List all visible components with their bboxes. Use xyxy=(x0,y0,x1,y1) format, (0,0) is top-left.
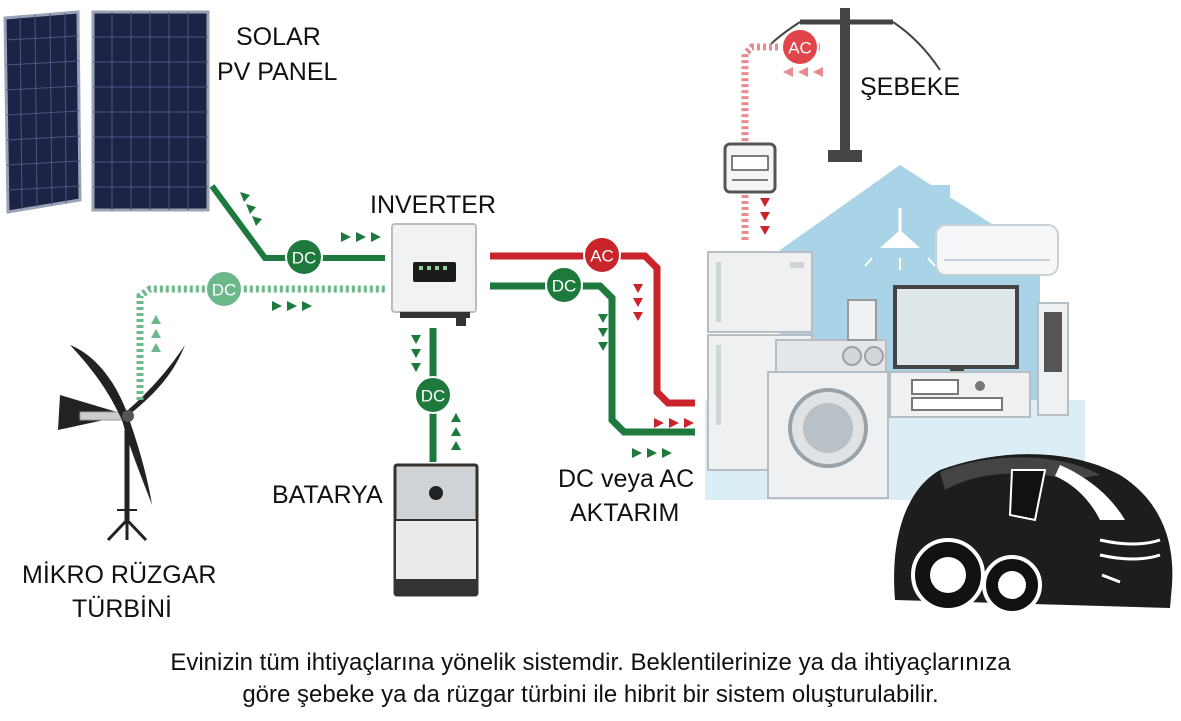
output-ac-badge: AC xyxy=(583,236,621,274)
solar-panel-icon xyxy=(3,10,210,214)
dc-output-line xyxy=(490,282,695,436)
badge-label: DC xyxy=(421,387,446,406)
utility-pole-icon xyxy=(769,8,941,162)
badge-label: AC xyxy=(590,247,614,266)
turbine-dc-line xyxy=(136,285,385,400)
battery-dc-badge: DC xyxy=(414,376,452,414)
transfer-label-line2: AKTARIM xyxy=(570,499,680,527)
badge-label: DC xyxy=(292,249,317,268)
badge-label: DC xyxy=(212,281,237,300)
ac-output-line xyxy=(490,252,695,407)
washing-machine-icon xyxy=(767,339,889,499)
badge-label: AC xyxy=(788,39,812,58)
turbine-dc-badge: DC xyxy=(205,270,243,308)
solar-label-line1: SOLAR xyxy=(236,23,321,51)
media-console-icon xyxy=(889,371,1031,418)
ceiling-lamp-icon xyxy=(864,208,936,270)
grid-ac-line xyxy=(741,43,820,144)
electric-meter-icon xyxy=(723,142,777,194)
transfer-label-line1: DC veya AC xyxy=(558,465,695,493)
speaker-icon xyxy=(847,299,1069,416)
inverter-icon xyxy=(391,223,477,326)
battery-label: BATARYA xyxy=(272,481,383,509)
turbine-label-line2: TÜRBİNİ xyxy=(72,595,172,623)
caption-line2: göre şebeke ya da rüzgar türbini ile hib… xyxy=(242,681,939,708)
inverter-label: INVERTER xyxy=(370,191,496,219)
output-dc-badge: DC xyxy=(545,266,583,304)
flow-arrows xyxy=(151,67,823,458)
caption-line1: Evinizin tüm ihtiyaçlarına yönelik siste… xyxy=(170,649,1011,676)
grid-label: ŞEBEKE xyxy=(860,73,961,101)
electric-car-icon xyxy=(894,454,1173,615)
air-conditioner-icon xyxy=(935,224,1059,276)
solar-dc-badge: DC xyxy=(285,238,323,276)
turbine-label-line1: MİKRO RÜZGAR xyxy=(22,561,217,589)
tv-icon xyxy=(893,285,1019,373)
solar-dc-line xyxy=(209,184,385,261)
solar-label-line2: PV PANEL xyxy=(217,58,338,86)
badge-label: DC xyxy=(552,277,577,296)
grid-ac-badge: AC xyxy=(781,28,819,66)
battery-icon xyxy=(393,463,479,597)
wind-turbine-icon xyxy=(58,345,185,542)
